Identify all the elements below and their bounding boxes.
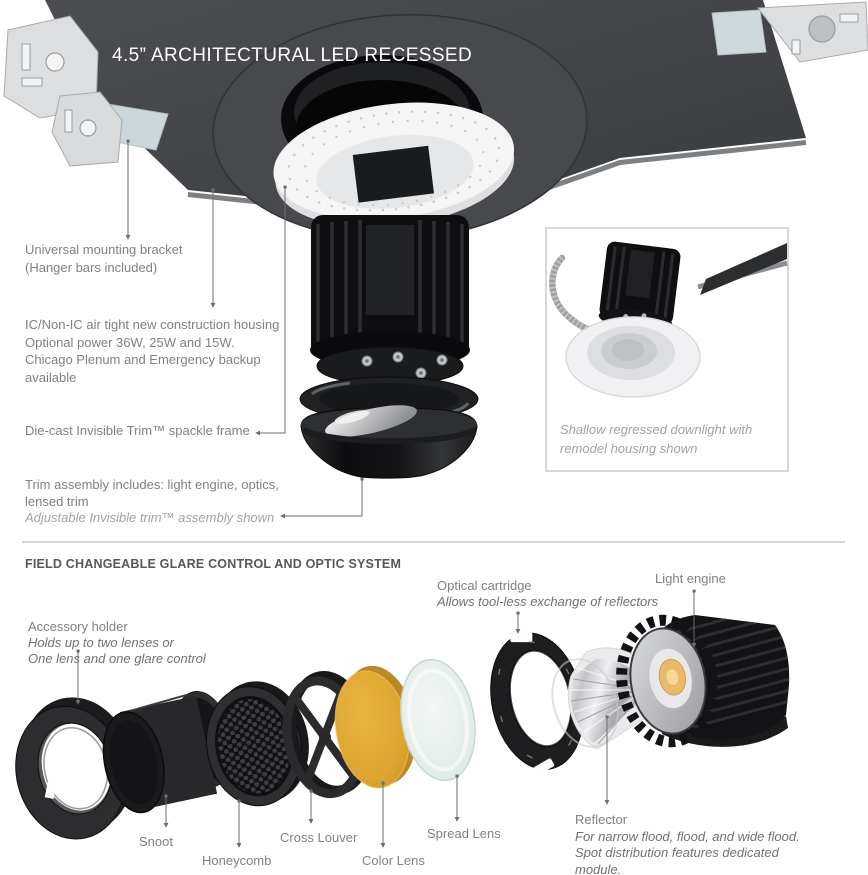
section-heading: FIELD CHANGEABLE GLARE CONTROL AND OPTIC… bbox=[25, 557, 402, 571]
remodel-downlight-illustration bbox=[549, 241, 788, 398]
module-screws bbox=[361, 351, 448, 379]
led-module bbox=[310, 215, 470, 402]
label-trim-assembly: Trim assembly includes: light engine, op… bbox=[25, 477, 279, 525]
label-housing: IC/Non-IC air tight new construction hou… bbox=[25, 317, 280, 385]
page-title: 4.5” ARCHITECTURAL LED RECESSED bbox=[112, 45, 473, 66]
accessory-holder bbox=[15, 697, 134, 840]
light-engine bbox=[616, 614, 790, 748]
label-honeycomb: Honeycomb bbox=[202, 853, 272, 868]
label-color-lens: Color Lens bbox=[362, 853, 425, 868]
label-trim-note: Adjustable Invisible trim™ assembly show… bbox=[25, 510, 275, 525]
mounting-bracket-top-right bbox=[711, 1, 868, 63]
snoot bbox=[102, 690, 234, 814]
label-cross-louver: Cross Louver bbox=[280, 830, 358, 845]
label-optical-cartridge: Optical cartridge Allows tool-less excha… bbox=[437, 578, 659, 609]
spackle-frame-ring bbox=[273, 102, 515, 228]
inset-box bbox=[545, 227, 789, 472]
leader-lines-bottom bbox=[75, 589, 697, 848]
trim-cone bbox=[299, 376, 479, 479]
leader-lines-top bbox=[125, 139, 364, 519]
inset-caption: Shallow regressed downlight with remodel… bbox=[560, 422, 753, 456]
label-spread-lens: Spread Lens bbox=[427, 826, 501, 841]
led-cob-face bbox=[629, 627, 707, 735]
spread-lens bbox=[400, 658, 476, 782]
mounting-bracket-left bbox=[51, 91, 169, 167]
label-accessory-holder: Accessory holder Holds up to two lenses … bbox=[28, 619, 206, 666]
label-light-engine: Light engine bbox=[655, 571, 726, 586]
label-mounting-bracket: Universal mounting bracket (Hanger bars … bbox=[25, 242, 183, 275]
label-spackle-frame: Die-cast Invisible Trim™ spackle frame bbox=[25, 423, 250, 438]
label-snoot: Snoot bbox=[139, 834, 173, 849]
label-reflector: Reflector For narrow flood, flood, and w… bbox=[575, 812, 800, 875]
